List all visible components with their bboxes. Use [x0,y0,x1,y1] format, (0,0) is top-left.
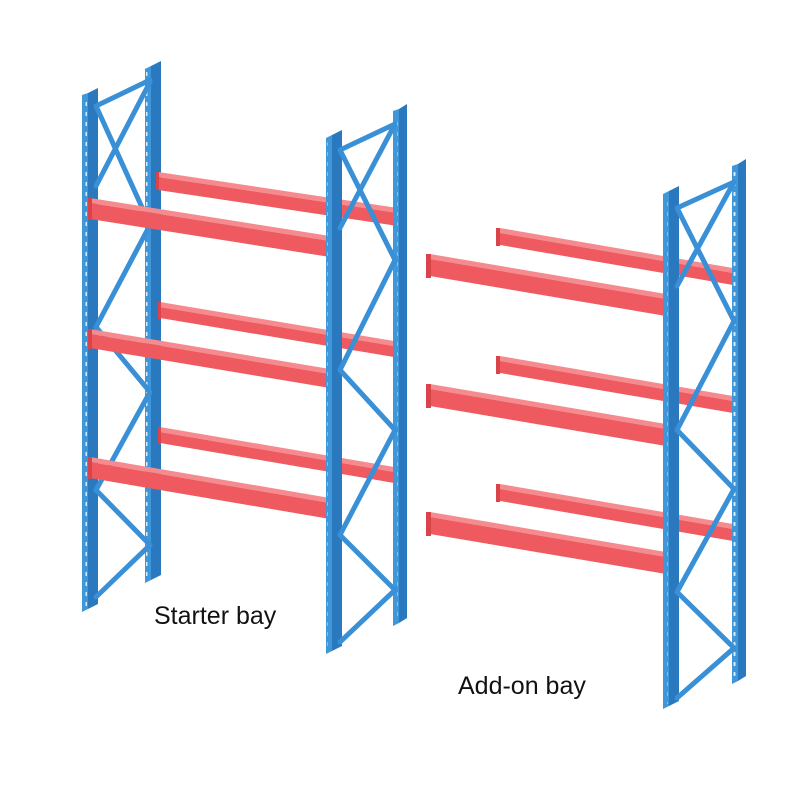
starter-right-front-upright [326,130,342,654]
starter-bay-label: Starter bay [154,602,277,630]
starter-left-front-upright [82,88,98,612]
beam-front-3 [88,457,330,519]
addon-beam-front-1 [426,254,666,316]
starter-right-rear-upright [393,104,407,626]
starter-right-bracing [337,121,398,645]
addon-rear-upright [732,159,746,684]
addon-bracing [674,179,737,701]
addon-front-upright [663,186,679,709]
addon-beam-front-3 [426,512,666,574]
add-on-bay-frame [663,159,746,709]
add-on-bay-label: Add-on bay [458,672,586,700]
addon-beam-front-2 [426,384,666,446]
add-on-bay-beams [426,228,733,574]
beam-front-1 [88,198,330,257]
starter-bay-right-frame [326,104,407,654]
beam-front-2 [88,329,330,388]
starter-left-rear-upright [145,61,161,583]
